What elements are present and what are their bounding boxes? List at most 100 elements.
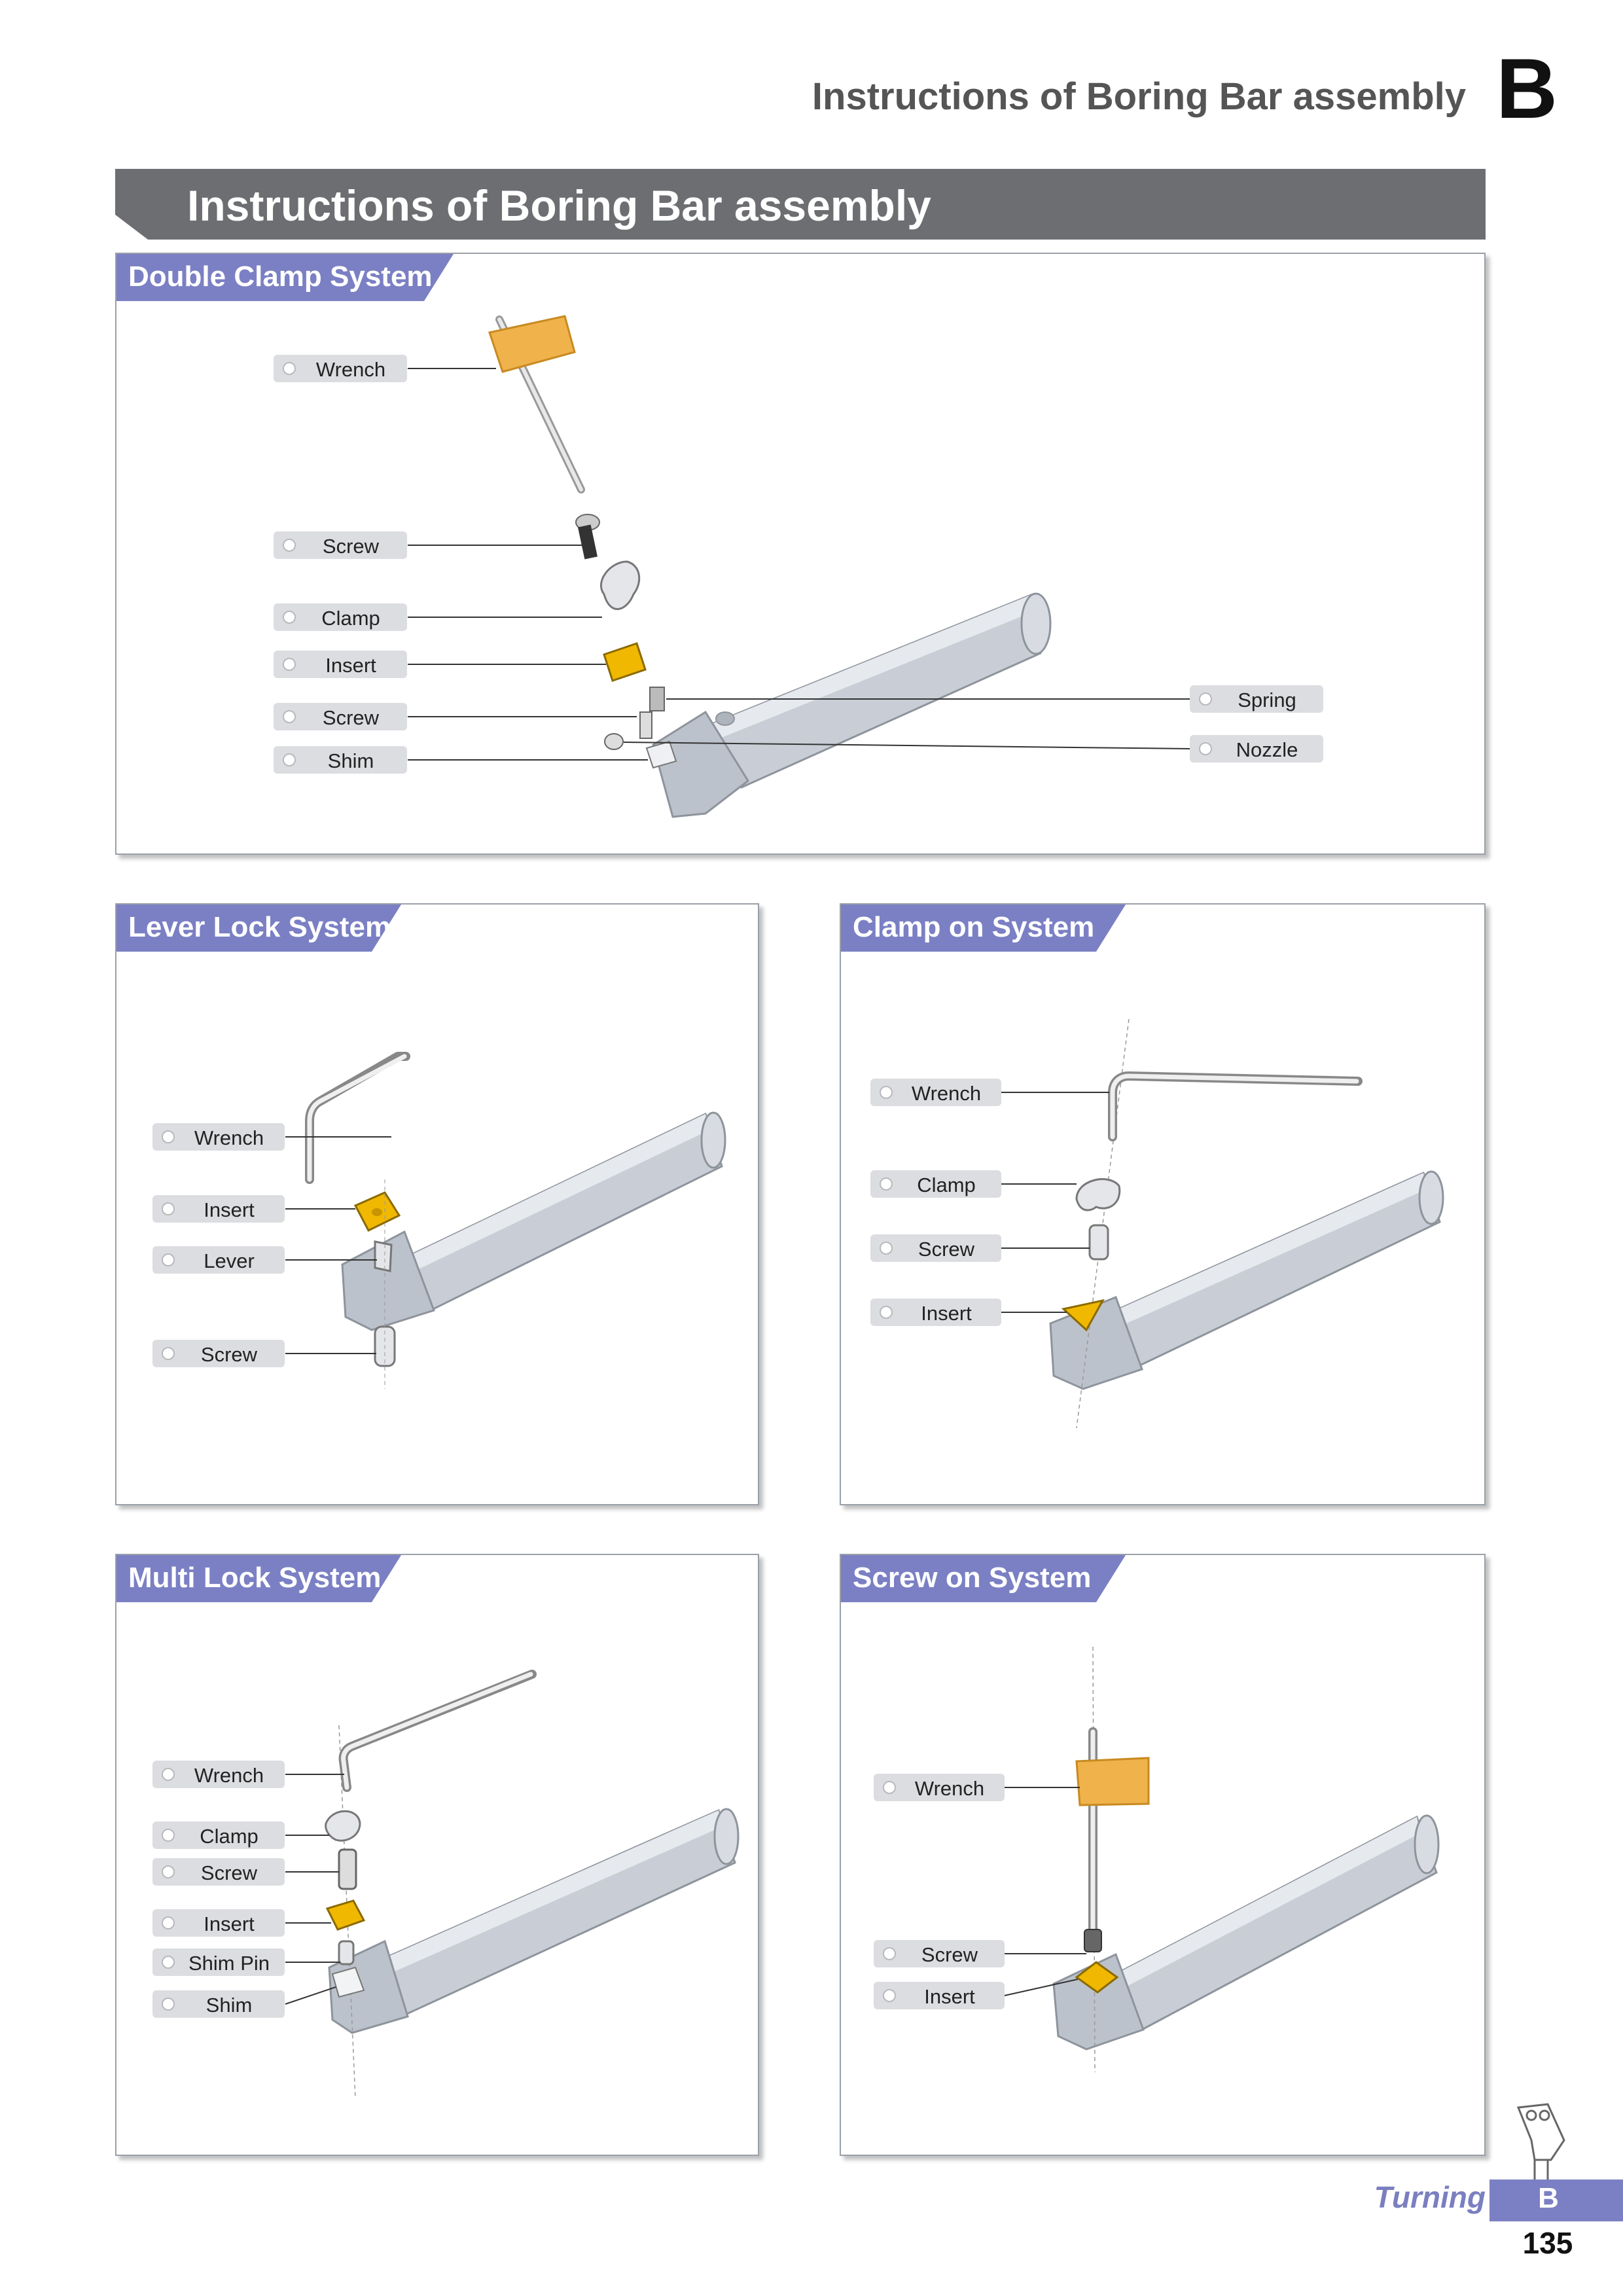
bullet-icon: [162, 1768, 175, 1781]
insert-part: [325, 1899, 366, 1931]
screw-part: [338, 1848, 357, 1890]
bullet-icon: [162, 1956, 175, 1969]
part-label: Screw: [274, 531, 407, 559]
panel-clamp-on: Clamp on System Wrench Clamp Screw Inser…: [840, 903, 1486, 1505]
bullet-icon: [162, 1998, 175, 2011]
part-label: Screw: [274, 703, 407, 730]
bullet-icon: [283, 611, 296, 624]
bullet-icon: [162, 1865, 175, 1878]
footer-section-name: Turning: [1374, 2180, 1486, 2214]
part-label: Spring: [1190, 685, 1323, 713]
double-clamp-illustration: [408, 315, 1190, 818]
part-label: Shim: [152, 1990, 285, 2018]
part-label: Insert: [152, 1909, 285, 1937]
panel-multi-lock: Multi Lock System Wrench Clamp Screw Ins…: [115, 1554, 759, 2156]
bullet-icon: [283, 710, 296, 723]
insert-part: [1075, 1961, 1119, 1994]
clamp-part: [1075, 1178, 1121, 1211]
part-label: Insert: [274, 651, 407, 678]
boring-bar: [1052, 1814, 1440, 2051]
part-label: Wrench: [274, 355, 407, 382]
part-label: Nozzle: [1190, 735, 1323, 762]
part-label: Shim Pin: [152, 1948, 285, 1976]
panel-screw-on: Screw on System Wrench Screw Insert: [840, 1554, 1486, 2156]
footer-section-tab: B: [1489, 2179, 1623, 2221]
panel-lever-lock: Lever Lock System Wrench Insert Lever Sc…: [115, 903, 759, 1505]
bullet-icon: [883, 1781, 896, 1794]
section-banner: Instructions of Boring Bar assembly: [115, 169, 1486, 240]
part-label: Lever: [152, 1246, 285, 1274]
bullet-icon: [283, 362, 296, 375]
part-label: Wrench: [870, 1079, 1001, 1106]
boring-bar: [1049, 1170, 1444, 1390]
insert-part: [603, 642, 647, 682]
section-title: Multi Lock System: [128, 1562, 382, 1594]
shim-part: [331, 1966, 365, 1998]
bullet-icon: [162, 1829, 175, 1842]
bullet-icon: [162, 1130, 175, 1143]
shim-part: [645, 740, 677, 769]
screw-part-top: [575, 514, 600, 560]
part-label: Screw: [152, 1858, 285, 1886]
bullet-icon: [880, 1242, 893, 1255]
bullet-icon: [283, 753, 296, 766]
part-label: Clamp: [152, 1821, 285, 1849]
bullet-icon: [283, 658, 296, 671]
multi-lock-illustration: [285, 1670, 740, 2099]
bullet-icon: [883, 1989, 896, 2002]
bullet-icon: [1199, 742, 1212, 755]
turning-tool-icon: [1516, 2103, 1565, 2186]
wrench-part: [488, 315, 585, 493]
section-letter: B: [1496, 41, 1558, 136]
leader-lines: [1001, 1092, 1109, 1313]
clamp-on-illustration: [1001, 1018, 1444, 1429]
leader-lines: [285, 1136, 391, 1354]
nozzle-part: [604, 733, 624, 750]
part-label: Clamp: [274, 603, 407, 631]
section-title: Lever Lock System: [128, 911, 391, 943]
bullet-icon: [283, 539, 296, 552]
bullet-icon: [162, 1916, 175, 1929]
leader-lines: [408, 368, 1190, 761]
bullet-icon: [880, 1086, 893, 1099]
page-header: Instructions of Boring Bar assembly B: [720, 46, 1558, 131]
page-header-title: Instructions of Boring Bar assembly: [812, 75, 1466, 118]
part-label: Shim: [274, 746, 407, 774]
page-number: 135: [1522, 2226, 1573, 2260]
section-title: Double Clamp System: [128, 260, 433, 293]
bullet-icon: [880, 1306, 893, 1319]
part-label: Clamp: [870, 1170, 1001, 1198]
bullet-icon: [883, 1947, 896, 1960]
screw-part: [1088, 1224, 1109, 1261]
part-label: Screw: [152, 1340, 285, 1367]
boring-bar: [652, 592, 1052, 818]
section-title: Screw on System: [853, 1562, 1092, 1594]
part-label: Wrench: [874, 1774, 1005, 1801]
boring-bar: [341, 1111, 726, 1331]
bullet-icon: [1199, 692, 1212, 706]
screw-part: [1084, 1929, 1102, 1952]
part-label: Wrench: [152, 1761, 285, 1788]
part-label: Screw: [870, 1234, 1001, 1262]
wrench-part: [338, 1670, 537, 1792]
banner-title: Instructions of Boring Bar assembly: [187, 181, 931, 230]
clamp-part: [599, 560, 641, 610]
leader-lines: [1004, 1787, 1086, 1996]
part-label: Insert: [874, 1982, 1005, 2009]
footer-tab-letter: B: [1538, 2182, 1559, 2214]
screw-on-illustration: [1004, 1646, 1440, 2073]
clamp-part: [325, 1810, 361, 1842]
wrench-part: [305, 1052, 410, 1184]
part-label: Insert: [152, 1195, 285, 1223]
bullet-icon: [162, 1253, 175, 1266]
screw-part-bottom: [639, 711, 652, 739]
lever-lock-illustration: [285, 1052, 726, 1389]
panel-double-clamp: Double Clamp System Wrench Screw Clamp I…: [115, 253, 1486, 855]
bullet-icon: [162, 1202, 175, 1215]
bullet-icon: [162, 1347, 175, 1360]
part-label: Screw: [874, 1940, 1005, 1967]
insert-part: [1061, 1299, 1105, 1332]
wrench-part: [1108, 1071, 1363, 1141]
lever-part: [374, 1240, 393, 1272]
shim-pin-part: [338, 1940, 355, 1965]
